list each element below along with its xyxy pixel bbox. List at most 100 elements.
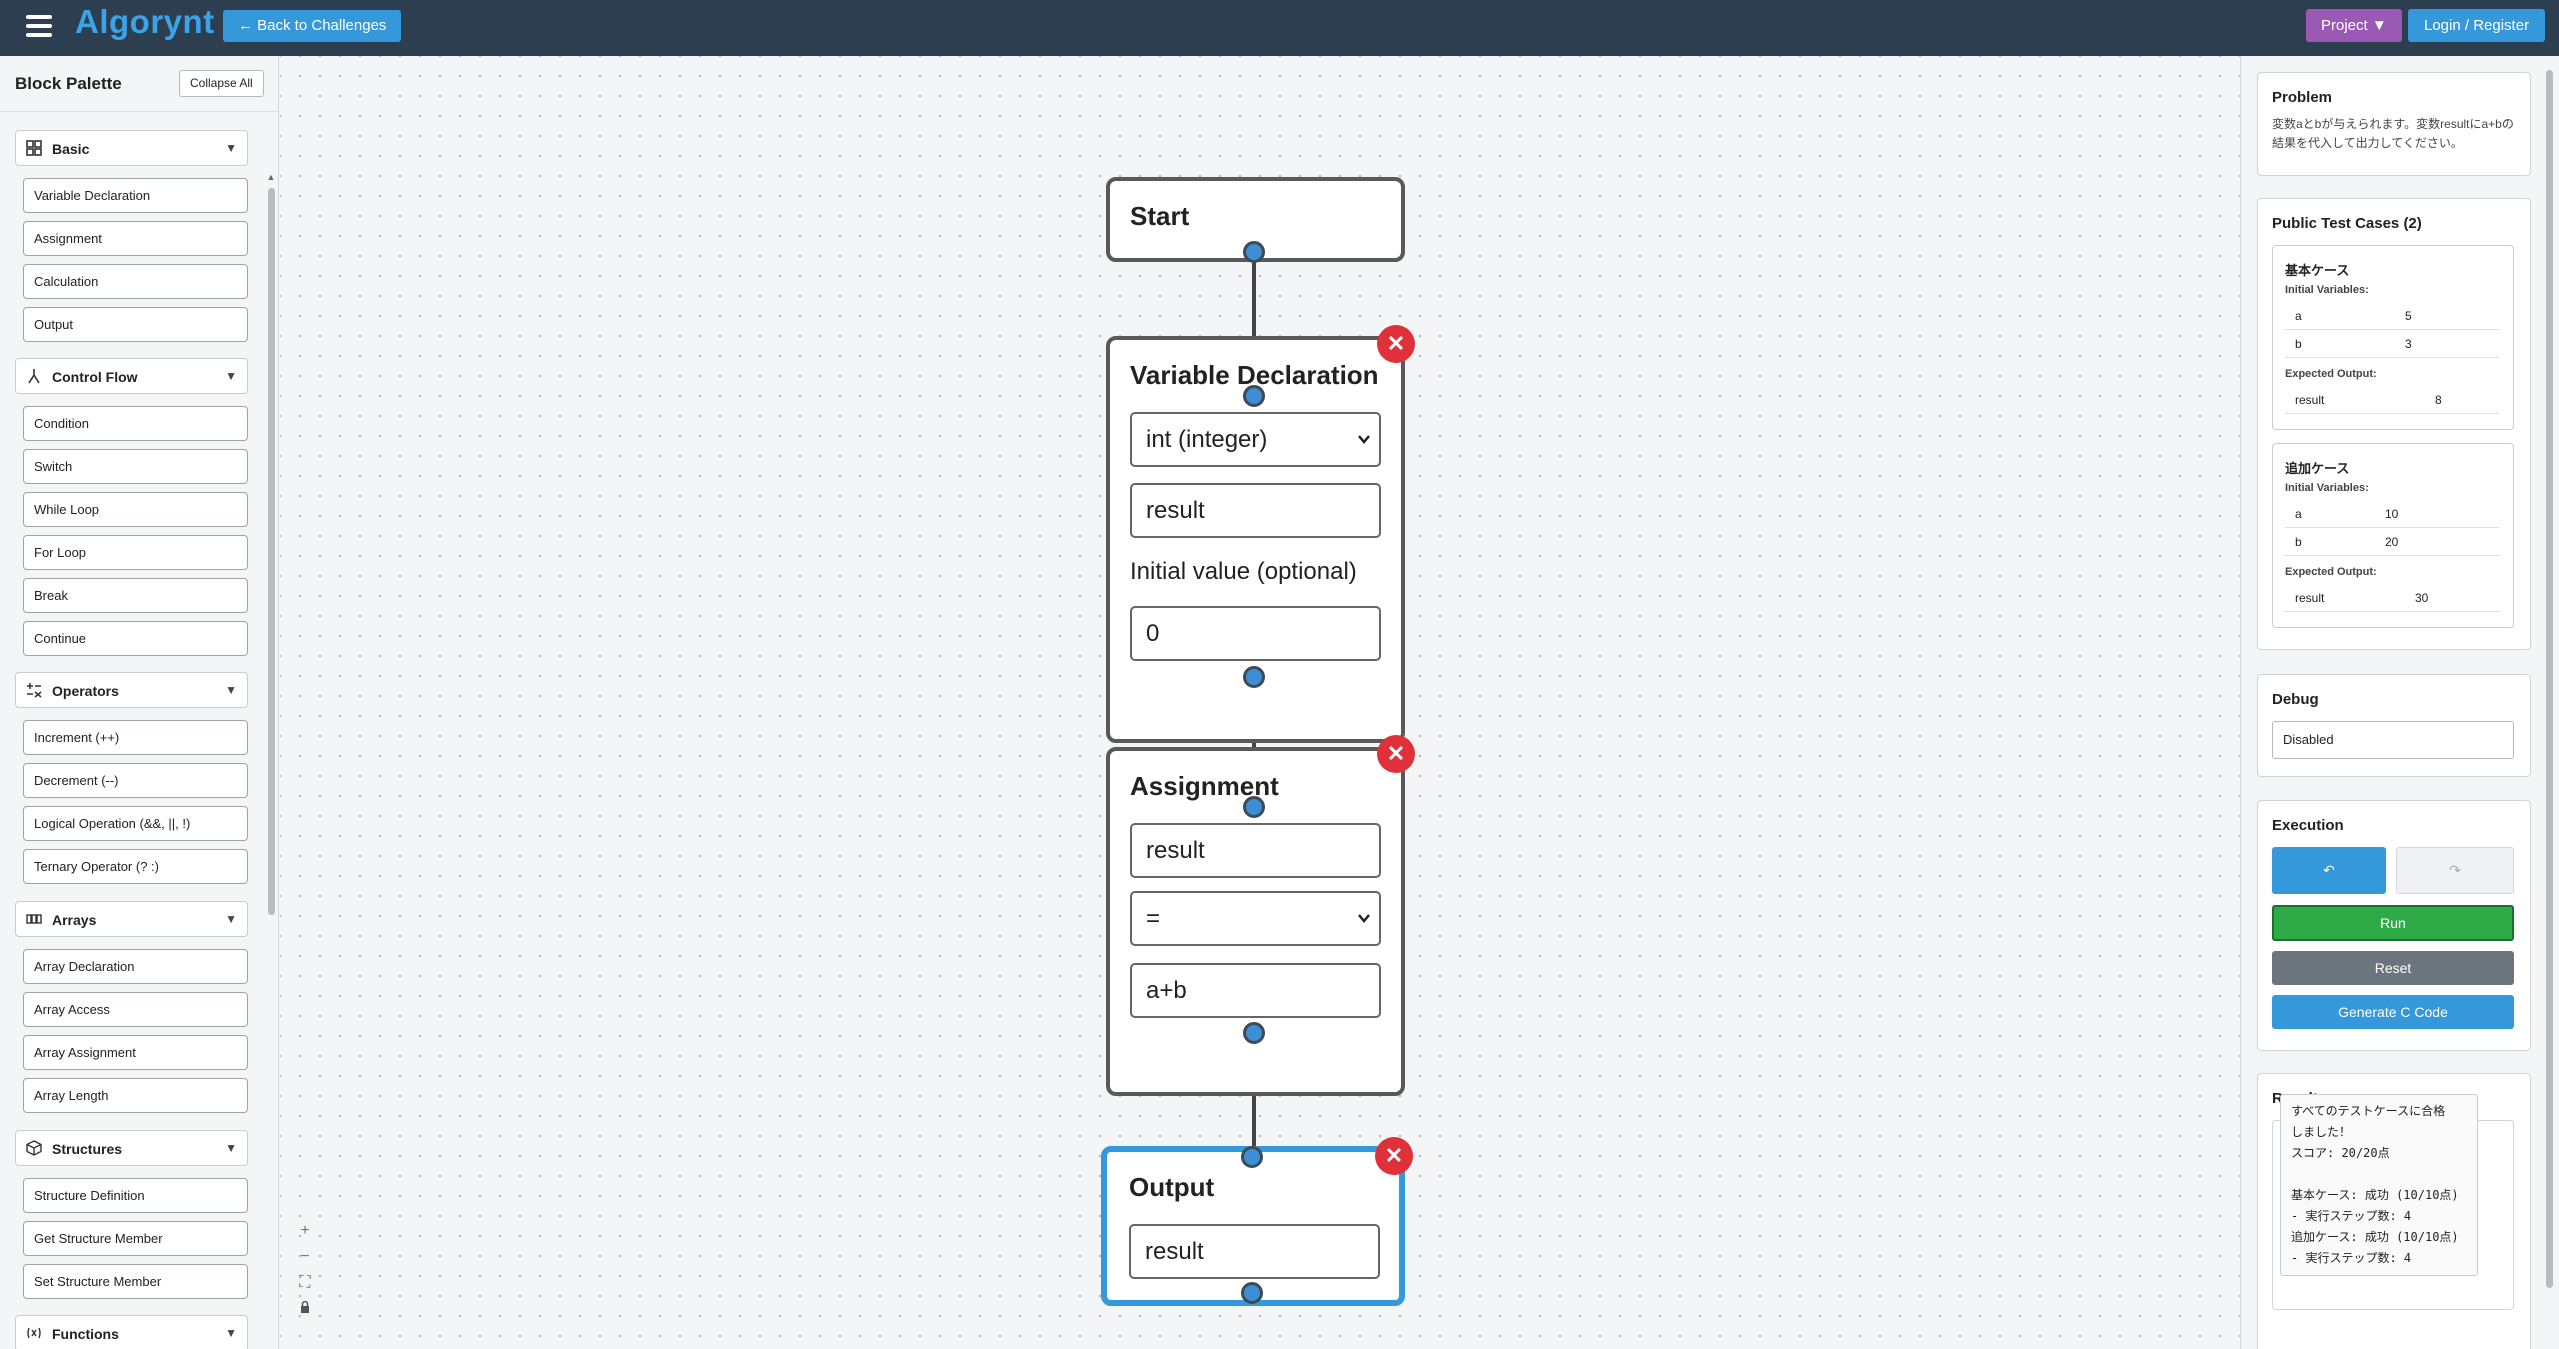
delete-node-icon[interactable]: ✕ xyxy=(1377,325,1415,363)
palette-scroll-thumb[interactable] xyxy=(268,188,275,915)
palette-block[interactable]: Increment (++) xyxy=(23,720,248,755)
collapse-all-button[interactable]: Collapse All xyxy=(179,70,264,97)
palette-block[interactable]: Calculation xyxy=(23,264,248,299)
chevron-down-icon: ▼ xyxy=(225,912,237,926)
var-value: 3 xyxy=(2405,337,2412,351)
initial-variables-label: Initial Variables: xyxy=(2285,284,2369,296)
palette-block[interactable]: Decrement (--) xyxy=(23,763,248,798)
operator-select-value: = xyxy=(1146,905,1161,932)
app-logo[interactable]: Algorynt xyxy=(75,3,215,40)
right-scroll-thumb[interactable] xyxy=(2546,70,2553,1288)
input-port[interactable] xyxy=(1243,385,1265,407)
category-arrays[interactable]: Arrays ▼ xyxy=(15,901,248,937)
chevron-down-icon: ▼ xyxy=(225,683,237,697)
node-title: Output xyxy=(1129,1172,1215,1202)
category-operators[interactable]: Operators ▼ xyxy=(15,672,248,708)
category-functions[interactable]: Functions ▼ xyxy=(15,1315,248,1349)
step-forward-button[interactable]: ↷ xyxy=(2396,847,2514,894)
hamburger-menu-icon[interactable] xyxy=(26,15,52,37)
input-port[interactable] xyxy=(1243,796,1265,818)
category-control-flow[interactable]: Control Flow ▼ xyxy=(15,358,248,394)
palette-block[interactable]: Switch xyxy=(23,449,248,484)
output-value-input[interactable]: result xyxy=(1129,1224,1380,1279)
palette-block[interactable]: Array Length xyxy=(23,1078,248,1113)
operator-select[interactable]: = xyxy=(1130,891,1381,946)
type-select[interactable]: int (integer) xyxy=(1130,412,1381,467)
category-structures[interactable]: Structures ▼ xyxy=(15,1130,248,1166)
palette-block[interactable]: Ternary Operator (? :) xyxy=(23,849,248,884)
palette-block[interactable]: Output xyxy=(23,307,248,342)
delete-node-icon[interactable]: ✕ xyxy=(1377,735,1415,773)
output-port[interactable] xyxy=(1243,666,1265,688)
grid-icon xyxy=(26,140,42,156)
array-icon xyxy=(26,911,42,927)
fit-view-icon[interactable]: ⛶ xyxy=(299,1274,311,1291)
palette-block[interactable]: Array Assignment xyxy=(23,1035,248,1070)
palette-block[interactable]: Get Structure Member xyxy=(23,1221,248,1256)
var-name: b xyxy=(2295,535,2302,549)
chevron-down-icon: ▼ xyxy=(225,141,237,155)
palette-scrollbar[interactable]: ▲ ▼ xyxy=(266,116,276,1346)
palette-block[interactable]: Assignment xyxy=(23,221,248,256)
result-output: すべてのテストケースに合格 しました！ スコア: 20/20点 基本ケース: 成… xyxy=(2280,1094,2478,1276)
output-port[interactable] xyxy=(1241,1282,1263,1304)
start-node[interactable]: Start xyxy=(1106,177,1405,262)
initial-variables-label: Initial Variables: xyxy=(2285,482,2369,494)
right-panel-scrollbar[interactable] xyxy=(2545,64,2554,1344)
palette-block[interactable]: Structure Definition xyxy=(23,1178,248,1213)
variable-row: b 20 xyxy=(2285,528,2499,556)
problem-card: Problem 変数aとbが与えられます。変数resultにa+bの結果を代入し… xyxy=(2257,72,2531,176)
assignment-target-input[interactable]: result xyxy=(1130,823,1381,878)
palette-block[interactable]: Break xyxy=(23,578,248,613)
palette-block[interactable]: Set Structure Member xyxy=(23,1264,248,1299)
scroll-up-arrow-icon[interactable]: ▲ xyxy=(266,172,276,182)
category-basic[interactable]: Basic ▼ xyxy=(15,130,248,166)
reset-button[interactable]: Reset xyxy=(2272,951,2514,985)
top-bar: Algorynt ← Back to Challenges Project ▼ … xyxy=(0,0,2559,56)
step-back-button[interactable]: ↶ xyxy=(2272,847,2386,894)
generate-c-code-button[interactable]: Generate C Code xyxy=(2272,995,2514,1029)
back-to-challenges-button[interactable]: ← Back to Challenges xyxy=(223,10,402,42)
chevron-down-icon: ▼ xyxy=(225,1141,237,1155)
zoom-out-icon[interactable]: − xyxy=(300,1248,310,1265)
palette-block[interactable]: Continue xyxy=(23,621,248,656)
palette-block[interactable]: Condition xyxy=(23,406,248,441)
output-port[interactable] xyxy=(1243,241,1265,263)
login-register-button[interactable]: Login / Register xyxy=(2408,9,2546,42)
lock-icon[interactable] xyxy=(294,1296,316,1322)
palette-block[interactable]: Array Declaration xyxy=(23,949,248,984)
variable-name-input[interactable]: result xyxy=(1130,483,1381,538)
chevron-down-icon xyxy=(1358,914,1370,923)
palette-block[interactable]: While Loop xyxy=(23,492,248,527)
run-button[interactable]: Run xyxy=(2272,905,2514,941)
debug-mode-select[interactable]: Disabled xyxy=(2272,721,2514,759)
flow-canvas[interactable]: + − ⛶ Start Variable Declaration int (in… xyxy=(280,56,2240,1349)
branch-icon xyxy=(26,368,42,384)
palette-title: Block Palette xyxy=(15,74,122,93)
palette-block[interactable]: Logical Operation (&&, ||, !) xyxy=(23,806,248,841)
var-name: a xyxy=(2295,507,2302,521)
initial-value-input[interactable]: 0 xyxy=(1130,606,1381,661)
zoom-in-icon[interactable]: + xyxy=(300,1222,310,1239)
input-port[interactable] xyxy=(1241,1146,1263,1168)
delete-node-icon[interactable]: ✕ xyxy=(1375,1137,1413,1175)
project-menu-button[interactable]: Project ▼ xyxy=(2306,9,2402,42)
test-case-name: 追加ケース xyxy=(2285,461,2350,476)
palette-block[interactable]: Array Access xyxy=(23,992,248,1027)
test-case-name: 基本ケース xyxy=(2285,263,2350,278)
redo-icon: ↷ xyxy=(2449,862,2461,878)
debug-title: Debug xyxy=(2272,691,2319,708)
var-value: 30 xyxy=(2415,591,2429,605)
var-name: result xyxy=(2295,393,2325,407)
palette-block[interactable]: Variable Declaration xyxy=(23,178,248,213)
function-icon xyxy=(26,1325,42,1341)
assignment-expression-input[interactable]: a+b xyxy=(1130,963,1381,1018)
category-label: Structures xyxy=(52,1141,123,1157)
output-port[interactable] xyxy=(1243,1022,1265,1044)
var-value: 20 xyxy=(2385,535,2399,549)
palette-block[interactable]: For Loop xyxy=(23,535,248,570)
